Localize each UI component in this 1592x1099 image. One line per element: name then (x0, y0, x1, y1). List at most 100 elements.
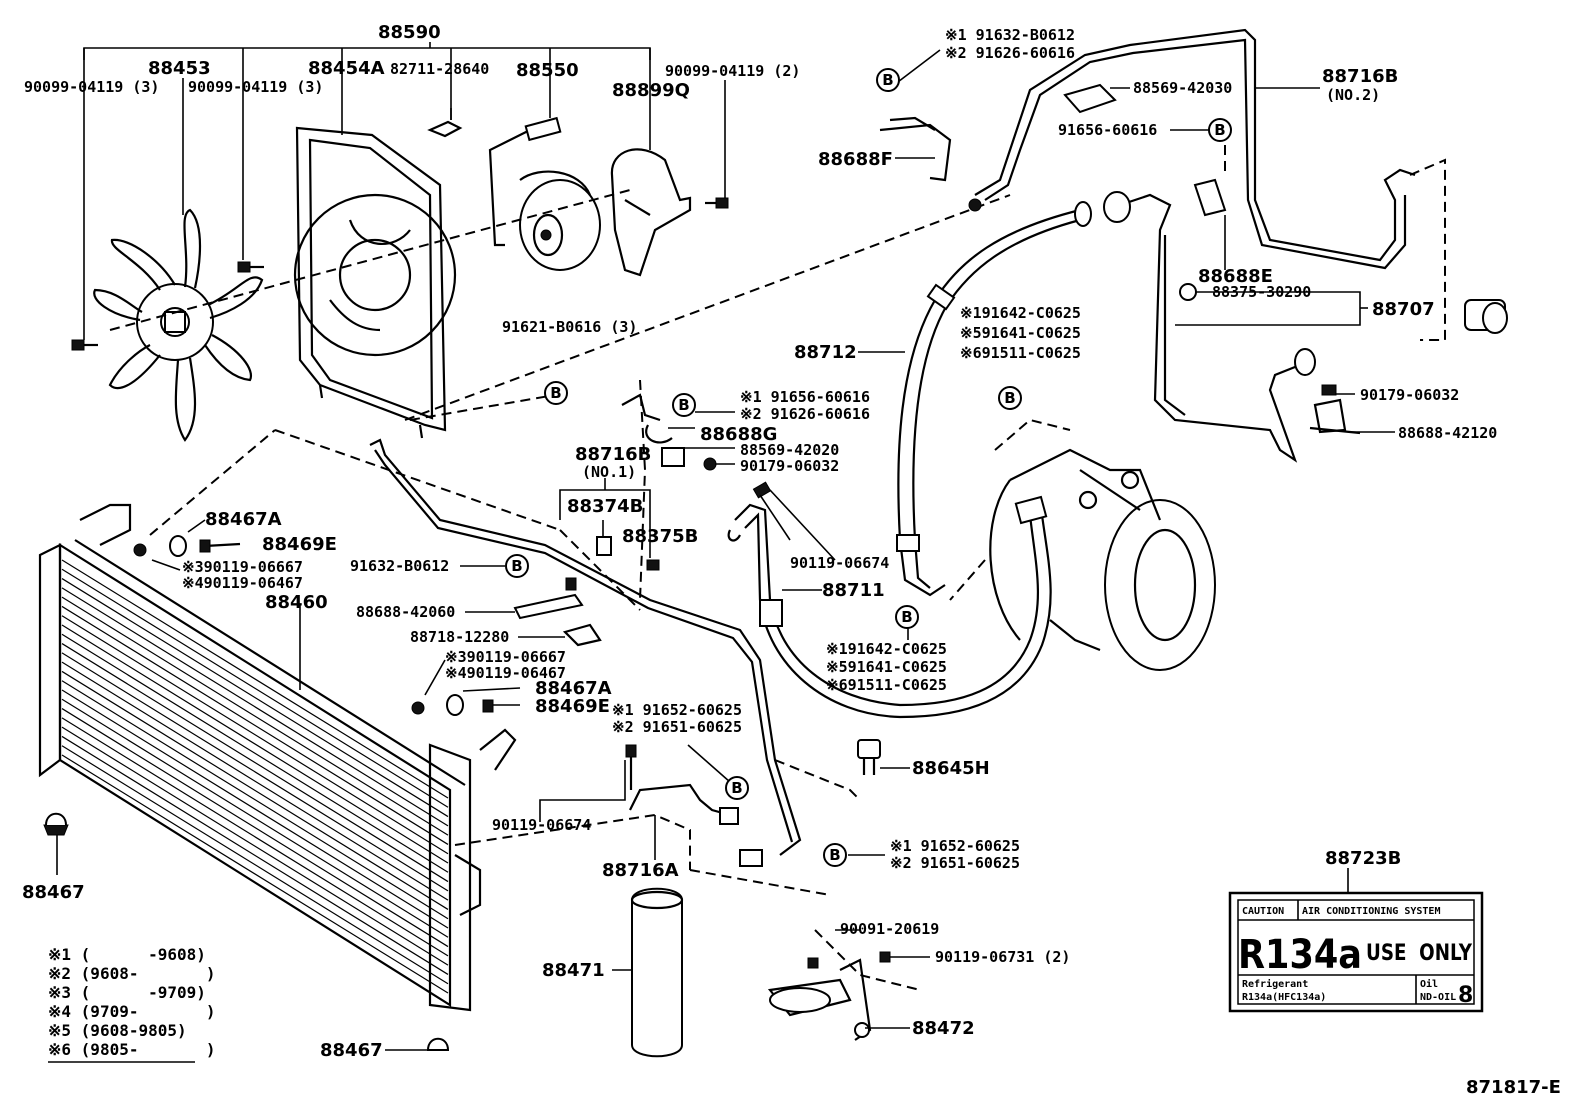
discharge-tube-88716B-no1 (369, 438, 802, 856)
label-91642-c0625-top: ※191642-C0625 (960, 304, 1081, 322)
badge-b-7: B (895, 605, 919, 629)
label-91651-60625-right: ※2 91651-60625 (890, 854, 1020, 872)
label-90119-06674-bottom: 90119-06674 (492, 816, 591, 834)
tube-88716A (629, 783, 731, 817)
label-90119-06667-upper: ※390119-06667 (182, 558, 303, 576)
label-88375B: 88375B (622, 526, 698, 547)
label-88471: 88471 (542, 960, 605, 981)
legend-line-2: ※2 (9608- ) (48, 964, 216, 983)
label-90119-06667-lower: ※390119-06667 (445, 648, 566, 666)
compressor (949, 418, 1216, 671)
refrigerant-big-text: R134a (1238, 932, 1362, 978)
label-91656-60616-mid: ※1 91656-60616 (740, 388, 870, 406)
label-82711-28640: 82711-28640 (390, 60, 489, 78)
motor-cover-88899Q (610, 148, 692, 277)
fan-blade (93, 208, 264, 442)
label-91632-b0612-mid: 91632-B0612 (350, 557, 449, 575)
label-91641-c0625-top: ※591641-C0625 (960, 324, 1081, 342)
bolt-90099-right (705, 197, 729, 209)
label-88467-bottom: 88467 (320, 1040, 383, 1061)
badge-b-3: B (544, 381, 568, 405)
caution-text: CAUTION (1242, 906, 1284, 917)
label-88645H: 88645H (912, 758, 990, 779)
label-91641-c0625-bottom: ※591641-C0625 (826, 658, 947, 676)
svg-text:B: B (731, 779, 742, 797)
label-88716A: 88716A (602, 860, 679, 881)
svg-text:B: B (511, 557, 522, 575)
receiver-dryer-88471 (630, 887, 684, 1058)
badge-b-4: B (672, 393, 696, 417)
label-88453: 88453 (148, 58, 211, 79)
svg-text:B: B (550, 384, 561, 402)
badge-b-2: B (1208, 118, 1232, 142)
refrigerant-code-text: R134a(HFC134a) (1242, 992, 1326, 1003)
label-91621-b0616: 91621-B0616 (3) (502, 318, 637, 336)
label-88569-42030: 88569-42030 (1133, 79, 1232, 97)
legend-line-5: ※5 (9608-9805) (48, 1021, 187, 1040)
label-91632-b0612-top: ※1 91632-B0612 (945, 26, 1075, 44)
hose-88712 (896, 201, 1092, 597)
tube-88716B-no2 (968, 28, 1416, 270)
label-88467A-lower: 88467A (535, 678, 612, 699)
oil-code-text: ND-OIL (1420, 992, 1456, 1003)
oil-number-text: 8 (1458, 983, 1473, 1008)
label-91626-60616-top: ※2 91626-60616 (945, 44, 1075, 62)
refrigerant-small-text: Refrigerant (1242, 978, 1308, 990)
label-91652-60625-mid: ※1 91652-60625 (612, 701, 742, 719)
label-88467-left: 88467 (22, 882, 85, 903)
label-90179-06032-right: 90179-06032 (1360, 386, 1459, 404)
label-88688F: 88688F (818, 149, 893, 170)
badge-b-1: B (876, 68, 900, 92)
clamp-88688G (621, 379, 717, 601)
label-88716B-no2-sub: (NO.2) (1326, 86, 1380, 104)
label-91626-60616-mid: ※2 91626-60616 (740, 405, 870, 423)
label-88707: 88707 (1372, 299, 1435, 320)
label-88718-12280: 88718-12280 (410, 628, 509, 646)
svg-text:B: B (829, 846, 840, 864)
label-91652-60625-right: ※1 91652-60625 (890, 837, 1020, 855)
label-88467A-upper: 88467A (205, 509, 282, 530)
badge-b-9: B (823, 843, 847, 867)
tube-88707 (1103, 191, 1316, 463)
grommet-88467-bottom (385, 1037, 450, 1051)
badge-b-6: B (505, 554, 529, 578)
condenser-88460 (38, 539, 472, 1012)
label-88375-30290: 88375-30290 (1212, 283, 1311, 301)
label-90119-06674-top: 90119-06674 (790, 554, 889, 572)
label-88716B-no1-sub: (NO.1) (582, 463, 636, 481)
expansion-valve (1409, 158, 1508, 341)
fan-motor (488, 129, 601, 271)
label-90099-04119-a: 90099-04119 (3) (24, 78, 159, 96)
label-90099-04119-c: 90099-04119 (2) (665, 62, 800, 80)
label-90091-20619: 90091-20619 (840, 920, 939, 938)
legend-line-3: ※3 ( -9709) (48, 983, 206, 1002)
condenser-bracket (79, 503, 517, 916)
svg-text:B: B (882, 71, 893, 89)
leaders (299, 49, 1395, 1029)
label-88716B-no2: 88716B (1322, 66, 1398, 87)
bolt-cushion-set-lower (411, 659, 521, 716)
bracket-88688F (879, 116, 952, 182)
fan-shroud (293, 126, 457, 439)
pressure-switch-88645H (857, 739, 881, 775)
label-91511-c0625-top: ※691511-C0625 (960, 344, 1081, 362)
label-91651-60625-mid: ※2 91651-60625 (612, 718, 742, 736)
legend-line-6: ※6 (9805- ) (48, 1040, 216, 1059)
diagram-code: 871817-E (1466, 1077, 1561, 1098)
label-90119-06467-upper: ※490119-06467 (182, 574, 303, 592)
label-88688-42120: 88688-42120 (1398, 424, 1497, 442)
svg-text:B: B (1214, 121, 1225, 139)
legend-line-4: ※4 (9709- ) (48, 1002, 216, 1021)
label-88550: 88550 (516, 60, 579, 81)
connector-88688-42120 (1309, 384, 1361, 435)
bolt-cushion-set-upper (133, 519, 241, 571)
badge-b-8: B (725, 776, 749, 800)
label-88590: 88590 (378, 22, 441, 43)
label-90179-06032-mid: 90179-06032 (740, 457, 839, 475)
clamp-88569-42030 (1063, 83, 1117, 114)
hose-88711 (727, 481, 1052, 719)
fan-assembly-bracket (83, 42, 726, 340)
label-88454A: 88454A (308, 58, 385, 79)
